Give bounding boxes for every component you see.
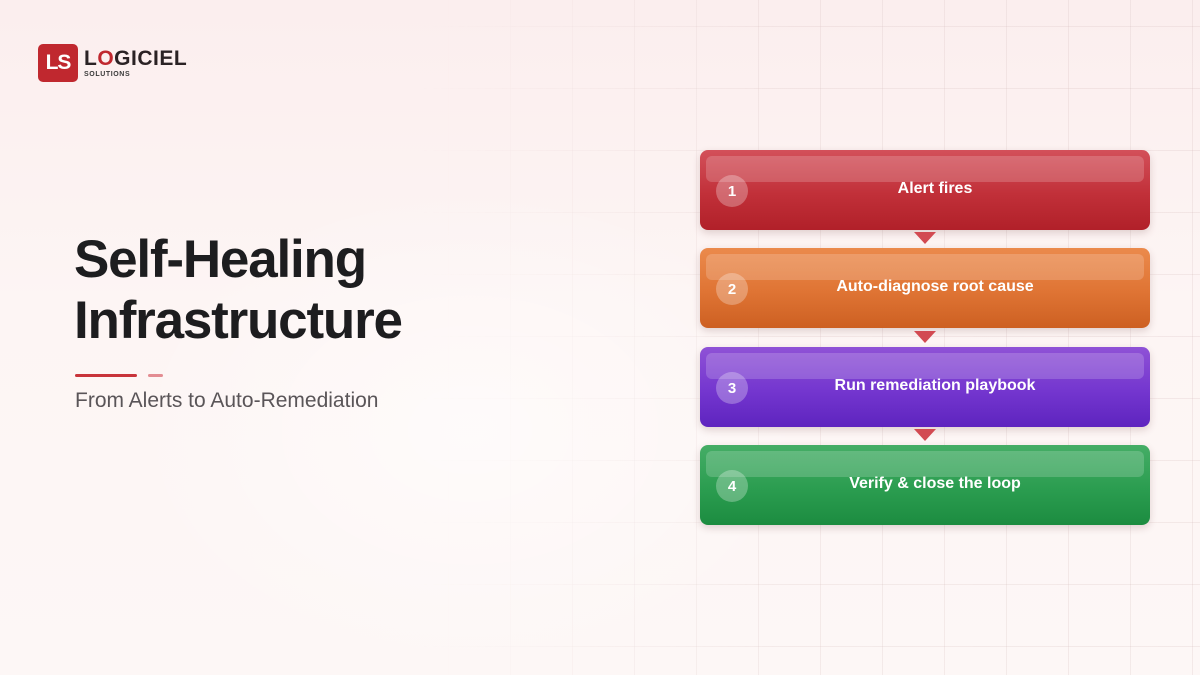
logo-wordmark: LOGICIEL SOLUTIONS (84, 48, 187, 78)
step-label: Verify & close the loop (849, 475, 1021, 492)
flow-arrow-down-icon (914, 331, 936, 343)
step-highlight (706, 156, 1144, 182)
title-line-2: Infrastructure (74, 291, 403, 350)
step-label: Auto-diagnose root cause (836, 278, 1034, 295)
logo-name: LOGICIEL (84, 47, 188, 70)
flow-step-diagnose: 2 Auto-diagnose root cause (700, 248, 1150, 328)
title-divider-accent (148, 374, 163, 377)
step-number-badge: 1 (716, 175, 748, 207)
step-highlight (706, 254, 1144, 280)
flow-step-verify: 4 Verify & close the loop (700, 445, 1150, 525)
flow-step-remediate: 3 Run remediation playbook (700, 347, 1150, 427)
title-line-1: Self-Healing (74, 230, 367, 289)
step-label: Run remediation playbook (834, 377, 1036, 394)
logo-mark: LS (38, 44, 78, 82)
flow-step-alert: 1 Alert fires (700, 150, 1150, 230)
title-divider (75, 374, 137, 377)
step-highlight (706, 353, 1144, 379)
flow-arrow-down-icon (914, 232, 936, 244)
page-subtitle: From Alerts to Auto-Remediation (75, 389, 379, 412)
step-number-badge: 2 (716, 273, 748, 305)
step-number-badge: 4 (716, 470, 748, 502)
step-label: Alert fires (897, 180, 973, 197)
page-title: Self-Healing Infrastructure (74, 229, 403, 351)
company-logo: LS LOGICIEL SOLUTIONS (38, 44, 187, 82)
logo-tagline: SOLUTIONS (84, 71, 131, 78)
flow-arrow-down-icon (914, 429, 936, 441)
step-number-badge: 3 (716, 372, 748, 404)
step-highlight (706, 451, 1144, 477)
